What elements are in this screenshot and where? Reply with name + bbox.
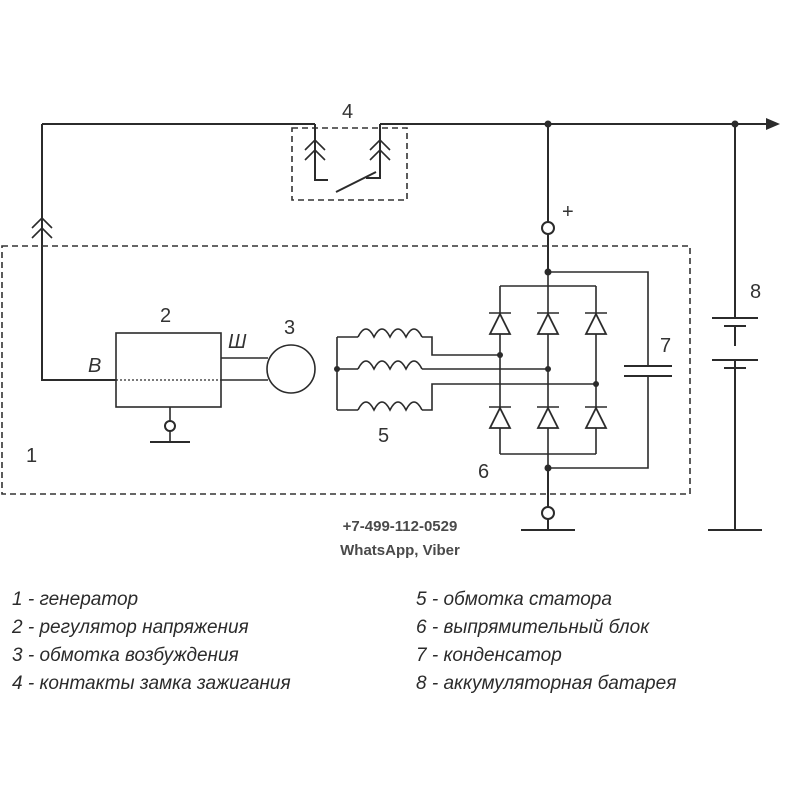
contact-messengers: WhatsApp, Viber	[340, 542, 460, 559]
ignition-contact-right	[366, 124, 381, 179]
field-winding-icon	[266, 344, 316, 394]
capacitor-wires	[548, 271, 649, 469]
label-capacitor: 7	[660, 335, 671, 357]
connector-right-icon	[369, 138, 391, 161]
label-field-winding: 3	[284, 317, 295, 339]
legend-left: 1 - генератор 2 - регулятор напряжения 3…	[12, 586, 291, 698]
label-generator: 1	[26, 445, 37, 467]
stator-star-point	[334, 366, 340, 372]
rectifier-junction-b	[545, 366, 551, 372]
legend-item: 7 - конденсатор	[416, 645, 562, 666]
ignition-switch-box	[291, 127, 408, 201]
regulator-ground-terminal	[164, 420, 176, 432]
output-arrow-icon	[766, 118, 780, 130]
field-wires	[221, 357, 268, 381]
diode-upper-1-icon	[488, 311, 512, 335]
left-wire	[41, 124, 116, 381]
diode-lower-3-icon	[584, 405, 608, 429]
label-rectifier: 6	[478, 461, 489, 483]
legend-item: 2 - регулятор напряжения	[12, 617, 249, 638]
legend-item: 3 - обмотка возбуждения	[12, 645, 239, 666]
stator-coil-1-icon	[357, 328, 423, 339]
left-connector-icon	[31, 216, 53, 239]
label-terminal-b: В	[88, 355, 101, 377]
label-stator: 5	[378, 425, 389, 447]
legend-item: 4 - контакты замка зажигания	[12, 673, 291, 694]
legend-item: 6 - выпрямительный блок	[416, 617, 650, 638]
connector-left-icon	[304, 138, 326, 161]
capacitor-icon	[624, 365, 672, 377]
stator-phase-c	[422, 383, 596, 411]
label-regulator: 2	[160, 305, 171, 327]
stator-coil-2-icon	[357, 360, 423, 371]
label-terminal-sh: Ш	[228, 331, 247, 353]
stator-phase-a	[422, 336, 500, 356]
rectifier-junction-a	[497, 352, 503, 358]
diode-lower-1-icon	[488, 405, 512, 429]
battery-icon	[712, 317, 758, 369]
voltage-regulator-box	[115, 332, 222, 408]
contact-phone: +7-499-112-0529	[342, 518, 458, 535]
junction-top-positive	[544, 120, 552, 128]
ignition-contact-left	[314, 124, 328, 181]
label-ignition-switch: 4	[342, 101, 353, 123]
diode-lower-2-icon	[536, 405, 560, 429]
label-plus: +	[562, 201, 574, 223]
switch-blade	[335, 171, 377, 193]
legend-item: 8 - аккумуляторная батарея	[416, 673, 677, 694]
positive-terminal	[541, 221, 555, 235]
diode-upper-2-icon	[536, 311, 560, 335]
legend-item: 5 - обмотка статора	[416, 589, 612, 610]
stator-left-bus	[336, 336, 358, 411]
legend-item: 1 - генератор	[12, 589, 139, 610]
legend-right: 5 - обмотка статора 6 - выпрямительный б…	[416, 586, 676, 698]
rectifier-junction-c	[593, 381, 599, 387]
diode-upper-3-icon	[584, 311, 608, 335]
generator-boundary	[1, 245, 691, 495]
stator-coil-3-icon	[357, 401, 423, 412]
label-battery: 8	[750, 281, 761, 303]
